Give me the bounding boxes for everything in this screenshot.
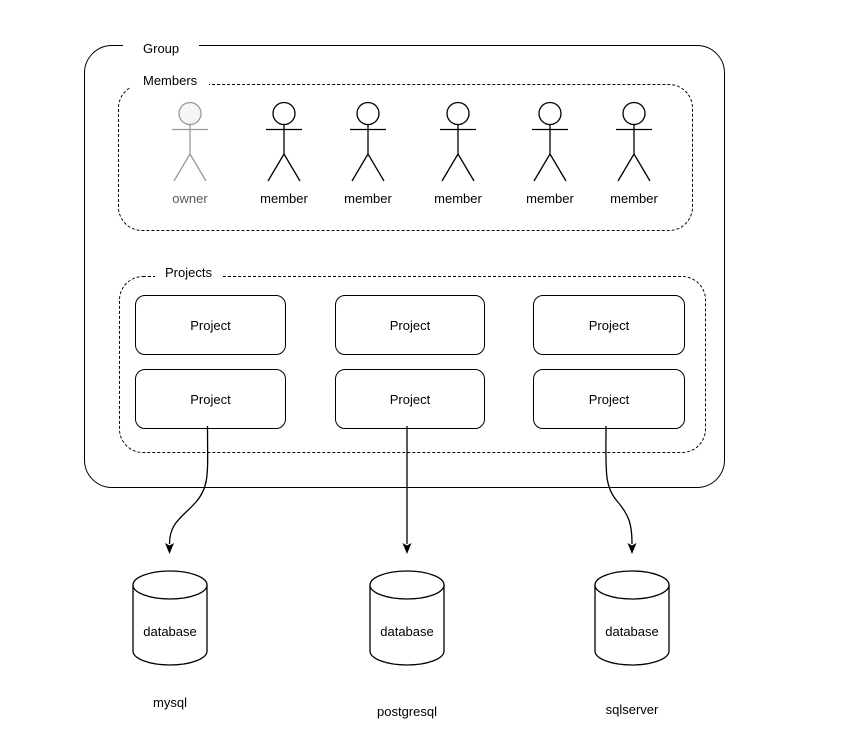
member-figure: member: [252, 101, 316, 207]
database-cylinder-icon: [594, 570, 670, 666]
member-figure: member: [426, 101, 490, 207]
project-box: Project: [135, 369, 286, 429]
group-label: Group: [123, 41, 200, 57]
project-box: Project: [135, 295, 286, 355]
member-role-label: member: [610, 191, 658, 206]
project-label: Project: [588, 391, 630, 407]
members-container: Members owner member: [118, 73, 693, 231]
database-label: database: [605, 624, 659, 639]
member-role-label: member: [260, 191, 308, 206]
database-name: mysql: [153, 695, 187, 710]
owner-role-label: owner: [172, 191, 208, 206]
person-icon: [172, 101, 208, 182]
member-role-label: member: [434, 191, 482, 206]
projects-container: Projects Project Project Project Project…: [119, 265, 706, 453]
person-icon: [440, 101, 476, 182]
member-role-label: member: [344, 191, 392, 206]
project-box: Project: [533, 369, 685, 429]
database-sqlserver: database sqlserver: [572, 570, 692, 717]
project-label: Project: [389, 317, 431, 333]
member-figure: member: [518, 101, 582, 207]
member-figure: member: [336, 101, 400, 207]
project-box: Project: [533, 295, 685, 355]
owner-figure: owner: [158, 101, 222, 207]
project-label: Project: [588, 317, 630, 333]
database-name: sqlserver: [605, 702, 659, 717]
project-label: Project: [190, 317, 231, 333]
project-label: Project: [389, 391, 431, 407]
member-figure: member: [602, 101, 666, 207]
database-mysql: database mysql: [110, 570, 230, 710]
group-container: Group Members owner member: [84, 41, 725, 488]
database-postgresql: database postgresql: [347, 570, 467, 719]
database-cylinder-icon: [369, 570, 445, 666]
project-label: Project: [190, 391, 231, 407]
person-icon: [532, 101, 568, 182]
database-label: database: [143, 624, 197, 639]
database-cylinder-icon: [132, 570, 208, 666]
person-icon: [350, 101, 386, 182]
members-label: Members: [131, 73, 210, 89]
project-box: Project: [335, 369, 485, 429]
person-icon: [266, 101, 302, 182]
projects-label: Projects: [155, 265, 222, 281]
member-role-label: member: [526, 191, 574, 206]
database-name: postgresql: [377, 704, 437, 719]
person-icon: [616, 101, 652, 182]
project-box: Project: [335, 295, 485, 355]
database-label: database: [380, 624, 434, 639]
